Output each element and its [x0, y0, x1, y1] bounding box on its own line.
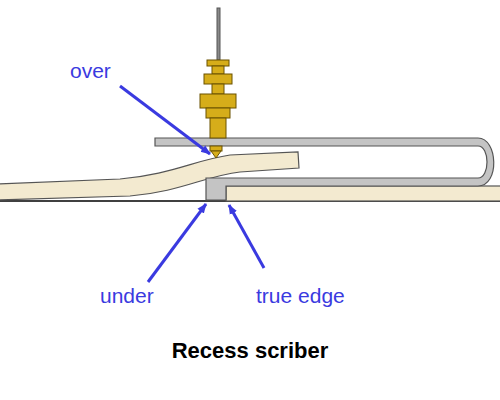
scriber-pin	[200, 8, 236, 158]
leader-line	[120, 86, 210, 154]
caption: Recess scriber	[0, 340, 500, 362]
scriber-body	[155, 138, 494, 200]
callout-label: under	[100, 285, 154, 306]
leader-line	[229, 205, 264, 268]
callout-label: over	[70, 60, 111, 81]
overlapping-strip	[0, 152, 299, 200]
base-board	[226, 186, 500, 201]
callout-label: true edge	[256, 285, 345, 306]
leader-line	[148, 204, 206, 282]
